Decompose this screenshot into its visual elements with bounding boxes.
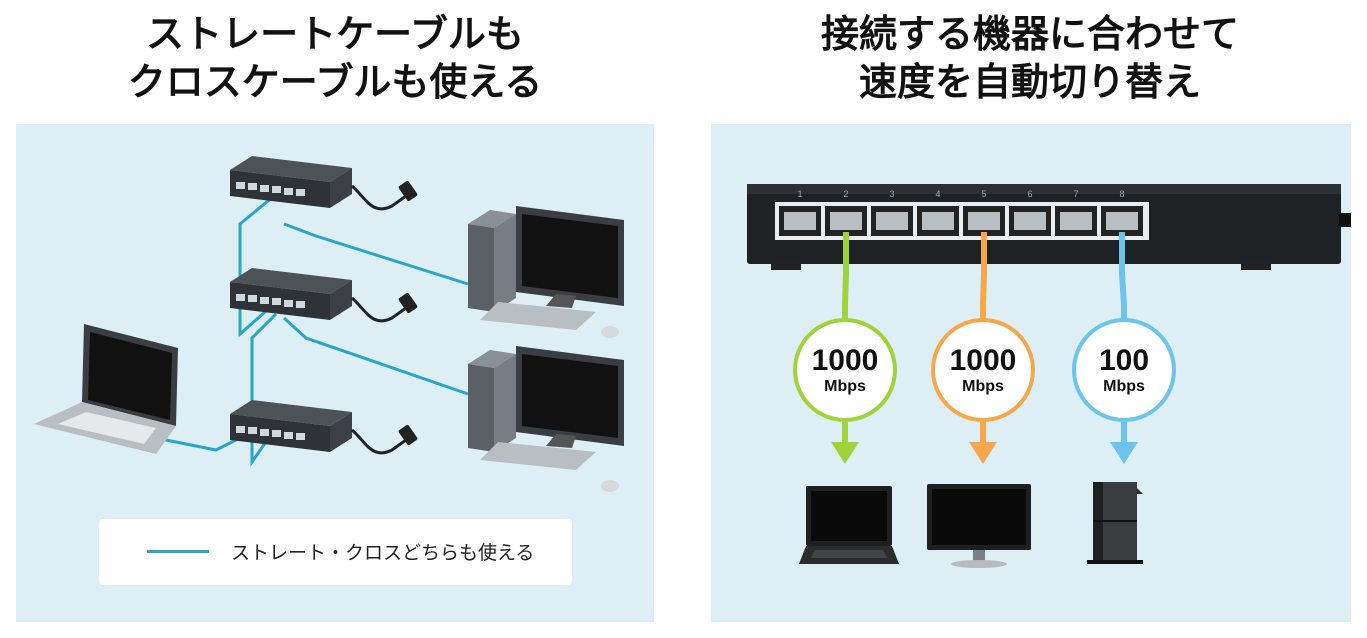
speed-value-3: 100 — [1099, 344, 1149, 377]
power-cable-2 — [351, 296, 407, 323]
laptop-icon — [34, 324, 178, 454]
lan-cables — [155, 194, 469, 467]
port-number-3: 3 — [889, 189, 894, 199]
right-title: 接続する機器に合わせて 速度を自動切り替え — [711, 10, 1349, 106]
ethernet-port-contacts-8 — [1106, 212, 1138, 230]
game-console-device-icon — [1087, 482, 1143, 564]
speed-arrow-shaft-2 — [980, 422, 986, 444]
port-number-5: 5 — [981, 189, 986, 199]
cable-switch1-pc1 — [283, 222, 469, 286]
legend-label: ストレート・クロスどちらも使える — [231, 542, 535, 564]
left-title: ストレートケーブルも クロスケーブルも使える — [16, 10, 654, 106]
port-number-6: 6 — [1027, 189, 1032, 199]
legend-cable-line — [147, 550, 209, 553]
ethernet-port-contacts-6 — [1014, 212, 1046, 230]
speed-circle-3 — [1072, 318, 1176, 422]
port-number-1: 1 — [797, 189, 802, 199]
power-cable-1 — [351, 184, 407, 211]
speed-unit-3: Mbps — [1103, 378, 1145, 395]
port-number-4: 4 — [935, 189, 940, 199]
speed-line-2 — [980, 232, 987, 320]
port-numbers: 1 2 3 4 5 6 7 8 — [797, 189, 1124, 199]
left-title-line1: ストレートケーブルも — [146, 12, 524, 56]
port-number-2: 2 — [843, 189, 848, 199]
power-plug-2-icon — [398, 292, 418, 314]
power-cable-3 — [351, 428, 407, 455]
speed-arrow-down-icon-1 — [831, 442, 859, 464]
speed-arrow-down-icon-3 — [1110, 442, 1138, 464]
speed-unit-2: Mbps — [962, 378, 1004, 395]
port-number-7: 7 — [1073, 189, 1078, 199]
monitor-device-icon — [927, 484, 1031, 568]
ethernet-port-contacts-5 — [968, 212, 1000, 230]
ethernet-port-contacts-4 — [922, 212, 954, 230]
left-title-line2: クロスケーブルも使える — [127, 60, 543, 104]
ethernet-port-contacts-2 — [830, 212, 862, 230]
ethernet-port-contacts-3 — [876, 212, 908, 230]
port-number-8: 8 — [1119, 189, 1124, 199]
desktop-pc-top-icon — [468, 206, 624, 338]
speed-value-1: 1000 — [812, 344, 879, 377]
speed-line-3 — [1119, 232, 1127, 320]
speed-value-2: 1000 — [950, 344, 1017, 377]
speed-line-1 — [842, 232, 849, 320]
cascade-diagram: ストレート・クロスどちらも使える — [34, 156, 624, 585]
cascade-diagram-panel: ストレート・クロスどちらも使える — [16, 124, 654, 622]
ethernet-ports — [779, 206, 1143, 236]
speed-arrow-shaft-1 — [842, 422, 848, 444]
speed-arrow-shaft-3 — [1121, 422, 1127, 444]
speed-arrow-down-icon-2 — [969, 442, 997, 464]
right-title-line2: 速度を自動切り替え — [858, 60, 1201, 104]
ethernet-port-contacts-1 — [784, 212, 816, 230]
legend: ストレート・クロスどちらも使える — [99, 519, 572, 585]
ethernet-port-contacts-7 — [1060, 212, 1092, 230]
cable-switch2-pc2 — [282, 316, 469, 396]
switch-hub-middle — [230, 268, 418, 323]
speed-unit-1: Mbps — [824, 378, 866, 395]
speed-circle-1 — [793, 318, 897, 422]
switch-hub-top — [230, 156, 418, 211]
switch-hub-bottom — [230, 400, 418, 455]
right-title-line1: 接続する機器に合わせて — [820, 12, 1239, 56]
desktop-pc-bottom-icon — [468, 346, 624, 492]
speed-circle-2 — [931, 318, 1035, 422]
laptop-device-icon — [799, 486, 899, 564]
power-plug-3-icon — [398, 424, 418, 446]
switch-hub-large: 1 2 3 4 5 6 7 8 — [747, 184, 1351, 270]
power-plug-1-icon — [398, 180, 418, 202]
